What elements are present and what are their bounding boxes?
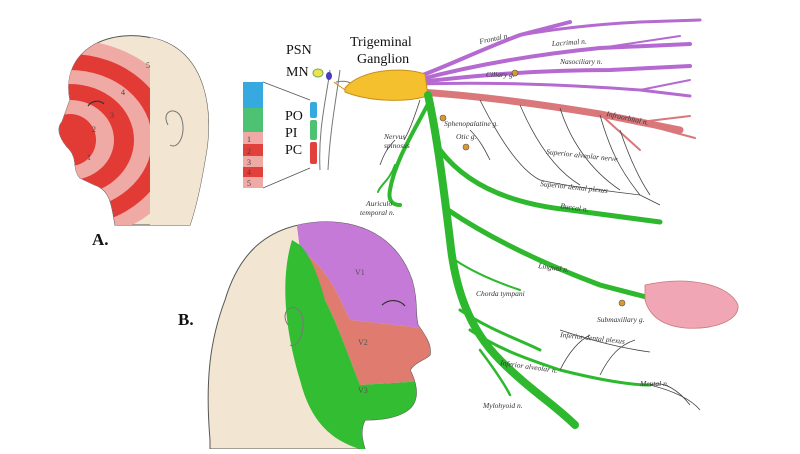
label-inferior-dental: Inferior dental plexus	[559, 330, 626, 346]
v2-label: V2	[358, 338, 368, 347]
pi-label: PI	[285, 126, 298, 141]
v2-region	[300, 250, 431, 385]
v1-label: V1	[355, 268, 365, 277]
label-lacrimal: Lacrimal n.	[551, 37, 588, 48]
zone-label-5: 5	[146, 61, 150, 70]
tongue	[644, 280, 739, 329]
label-chorda: Chorda tympani	[476, 289, 525, 298]
label-mental: Mental n.	[639, 379, 669, 388]
panel-a-label: A.	[92, 230, 109, 249]
bar-zone-4: 4	[247, 168, 251, 177]
bar-zone-3: 3	[247, 158, 251, 167]
bar-zone-2: 2	[247, 147, 251, 156]
trigeminal-nerve-tree	[333, 18, 739, 429]
panel-b-label: B.	[178, 310, 194, 329]
pc-label: PC	[285, 143, 302, 158]
eye-a	[87, 100, 105, 107]
v3-label: V3	[358, 386, 368, 395]
ophthalmic-division	[413, 18, 702, 98]
label-superior-alveolar: Superior alveolar nerve	[546, 147, 619, 164]
panel-b-head: V1 V2 V3 B.	[178, 221, 431, 450]
zone-label-4: 4	[121, 88, 125, 97]
psn-label: PSN	[286, 43, 312, 58]
maxillary-division	[416, 88, 696, 151]
brainstem-nuclei: PSN MN PO PI PC	[285, 43, 341, 171]
nerve-labels: Frontal n. Lacrimal n. Nasociliary n. Ci…	[360, 31, 669, 410]
label-buccal: Buccal n.	[560, 201, 589, 214]
bar-zone-5: 5	[247, 179, 251, 188]
superior-alveolar-branches	[479, 99, 651, 196]
ganglion-label-line2: Ganglion	[357, 52, 409, 67]
label-sphenopalatine: Sphenopalatine g.	[444, 119, 498, 128]
label-mylohyoid: Mylohyoid n.	[482, 401, 523, 410]
panel-a-head: 1 2 3 4 5 A.	[58, 35, 210, 249]
label-ciliary: Ciliary g.	[486, 70, 515, 79]
label-lingual: Lingual n.	[537, 261, 570, 274]
label-nervus-spinosus-2: spinosus	[384, 141, 410, 150]
mn-label: MN	[286, 65, 309, 80]
label-nervus-spinosus-1: Nervus	[383, 132, 405, 141]
zone-label-1: 1	[87, 153, 91, 162]
zone-label-2: 2	[92, 125, 96, 134]
label-submaxillary: Submaxillary g.	[597, 315, 645, 324]
ear-b	[284, 307, 304, 347]
nucleus-color-bar: 1 2 3 4 5	[243, 81, 311, 189]
v3-region	[285, 240, 431, 449]
eye-b	[381, 300, 406, 307]
mandibular-division	[377, 91, 663, 429]
label-otic: Otic g.	[456, 132, 477, 141]
small-nerve-branches	[379, 99, 701, 411]
label-auriculo-1: Auriculo	[365, 199, 392, 208]
ganglion-label-line1: Trigeminal	[350, 35, 412, 50]
trigeminal-ganglion	[344, 69, 429, 101]
label-auriculo-2: temporal n.	[360, 208, 395, 217]
ear-a	[165, 110, 184, 147]
zone-label-3: 3	[110, 111, 114, 120]
label-nasociliary: Nasociliary n.	[559, 57, 603, 66]
bar-zone-1: 1	[247, 135, 251, 144]
po-label: PO	[285, 109, 303, 124]
